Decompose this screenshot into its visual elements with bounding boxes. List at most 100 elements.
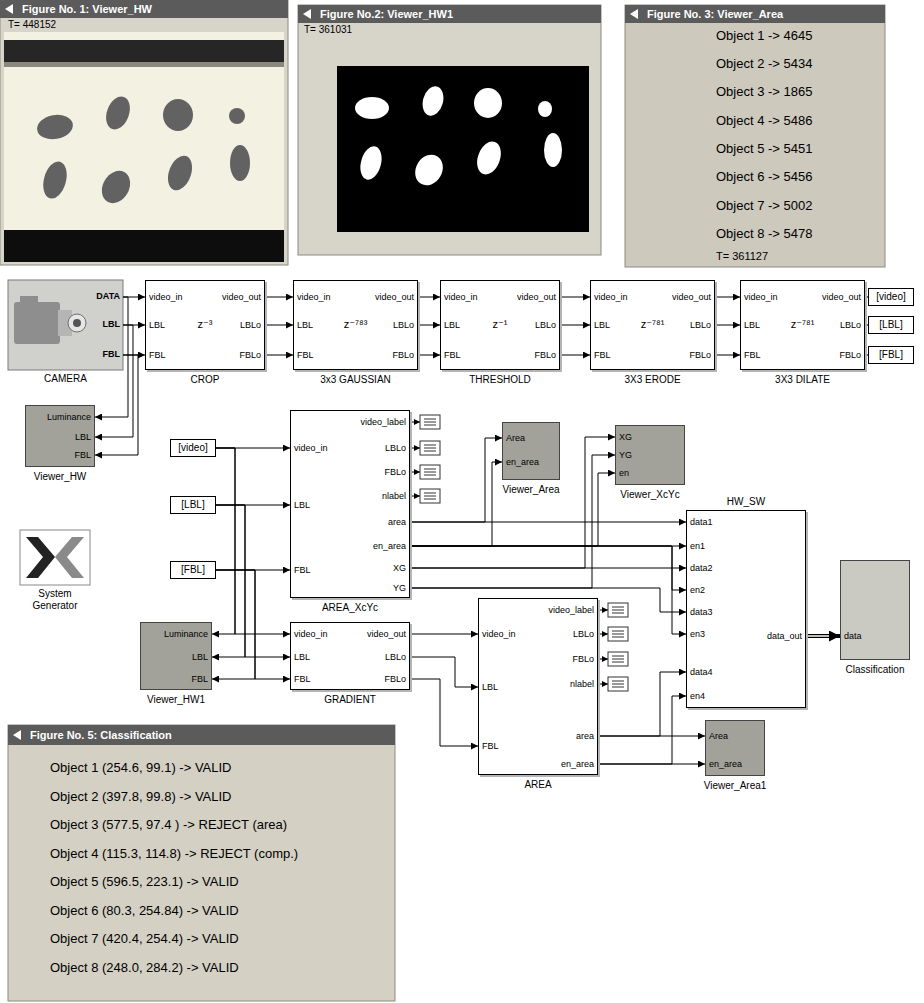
window-icon [13,730,21,740]
readout-line: Object 6 -> 5456 [716,169,812,185]
block-name: THRESHOLD [469,374,531,386]
port-label: LBL [103,319,121,330]
signal-wire [216,505,290,657]
window-frame [298,5,601,255]
terminator [608,627,628,641]
port-label: video_out [672,292,711,303]
readout-line: Object 4 (115.3, 114.8) -> REJECT (comp.… [50,846,298,862]
signal-wire [715,297,740,298]
delay-label: z⁻¹ [493,318,508,331]
window-frame [625,5,885,267]
port-label: video_in [294,629,328,640]
signal-wire [212,505,245,657]
port-label: LBLo [393,320,414,331]
camera-frame [8,280,123,370]
terminator [420,465,440,479]
port-label: LBLo [690,320,711,331]
wire-stub [598,634,608,635]
readout-line: T= 361031 [304,24,352,36]
block-name: System Generator [23,588,87,612]
port-label: nlabel [382,491,406,502]
signal-wire [598,764,705,765]
title-bar [298,5,601,23]
image-band [4,230,284,262]
block-name: 3X3 ERODE [624,374,680,386]
port-label: FBL [294,565,311,576]
wire-stub [410,448,420,449]
image-band [4,40,284,62]
port-label: en_area [373,541,406,552]
window-frame [8,725,395,1001]
block-name: CAMERA [44,373,87,385]
wire-stub [410,422,420,423]
block-name: HW_SW [727,496,765,508]
goto-tag: [LBL] [868,316,914,334]
wire-stub [410,472,420,473]
port-label: LBLo [573,629,594,640]
blob [355,97,389,119]
camera-symbol [14,302,60,344]
terminator-symbol [424,419,436,425]
wire-stub [598,684,608,685]
port-label: video_in [149,292,183,303]
port-label: data1 [690,517,713,528]
port-label: en2 [690,585,705,596]
port-label: FBLo [689,350,711,361]
signal-wire [216,570,290,679]
port-label: video_out [822,292,861,303]
from-tag: [video] [170,439,216,457]
window-title: Figure No.2: Viewer_HW1 [320,8,453,21]
port-label: LBLo [535,320,556,331]
signal-wire [806,634,840,638]
window-icon [303,9,311,19]
readout-line: Object 3 -> 1865 [716,84,812,100]
port-label: LBL [444,320,460,331]
process-block: 3x3 GAUSSIANvideo_inLBLFBLvideo_outLBLoF… [293,280,418,370]
port-label: FBLo [384,467,406,478]
port-label: XG [393,563,406,574]
signal-wire [410,522,686,523]
wire-stub [410,496,420,497]
sysgen-frame [20,530,90,585]
terminator-symbol [612,607,624,613]
figure-window: Figure No. 1: Viewer_HWT= 448152 [0,0,288,265]
port-label: data4 [690,667,713,678]
port-label: area [388,517,406,528]
viewer-block: Viewer_HW1LuminanceLBLFBL [140,622,212,690]
blob [474,88,502,118]
terminator-symbol [612,656,624,662]
port-label: video_in [297,292,331,303]
port-label: LBL [297,320,313,331]
terminator-symbol [424,445,436,451]
bean [102,93,134,132]
process-block: CROPvideo_inLBLFBLvideo_outLBLoFBLoz⁻³ [145,280,265,370]
image-band [4,62,284,67]
camera-block: CAMERADATALBLFBL [8,280,123,370]
block-name: 3x3 GAUSSIAN [320,374,391,386]
port-label: LBL [294,652,310,663]
tag-label: [video] [876,291,905,303]
bean [39,159,70,201]
viewer-block: Viewer_AreaAreaen_area [502,422,560,480]
title-bar [625,5,885,23]
signal-wire [212,570,255,679]
port-label: LBLo [385,652,406,663]
terminator [608,652,628,666]
readout-line: Object 2 (397.8, 99.8) -> VALID [50,789,232,805]
signal-wire [560,297,590,298]
sysgen-block: System Generator [20,530,90,585]
signal-wire [598,736,705,737]
port-label: FBL [297,350,314,361]
port-label: FBL [294,674,311,685]
port-label: XG [619,432,632,443]
wire-stub [598,610,608,611]
viewer-block: Viewer_Area1Areaen_area [705,720,765,776]
port-label: en1 [690,541,705,552]
window-title: Figure No. 1: Viewer_HW [22,3,152,16]
port-label: FBL [594,350,611,361]
figure-window: Figure No. 5: ClassificationObject 1 (25… [8,725,395,1001]
figure-window: Figure No. 3: Viewer_AreaObject 1 -> 464… [625,5,885,267]
port-label: video_in [594,292,628,303]
port-label: FBLo [534,350,556,361]
